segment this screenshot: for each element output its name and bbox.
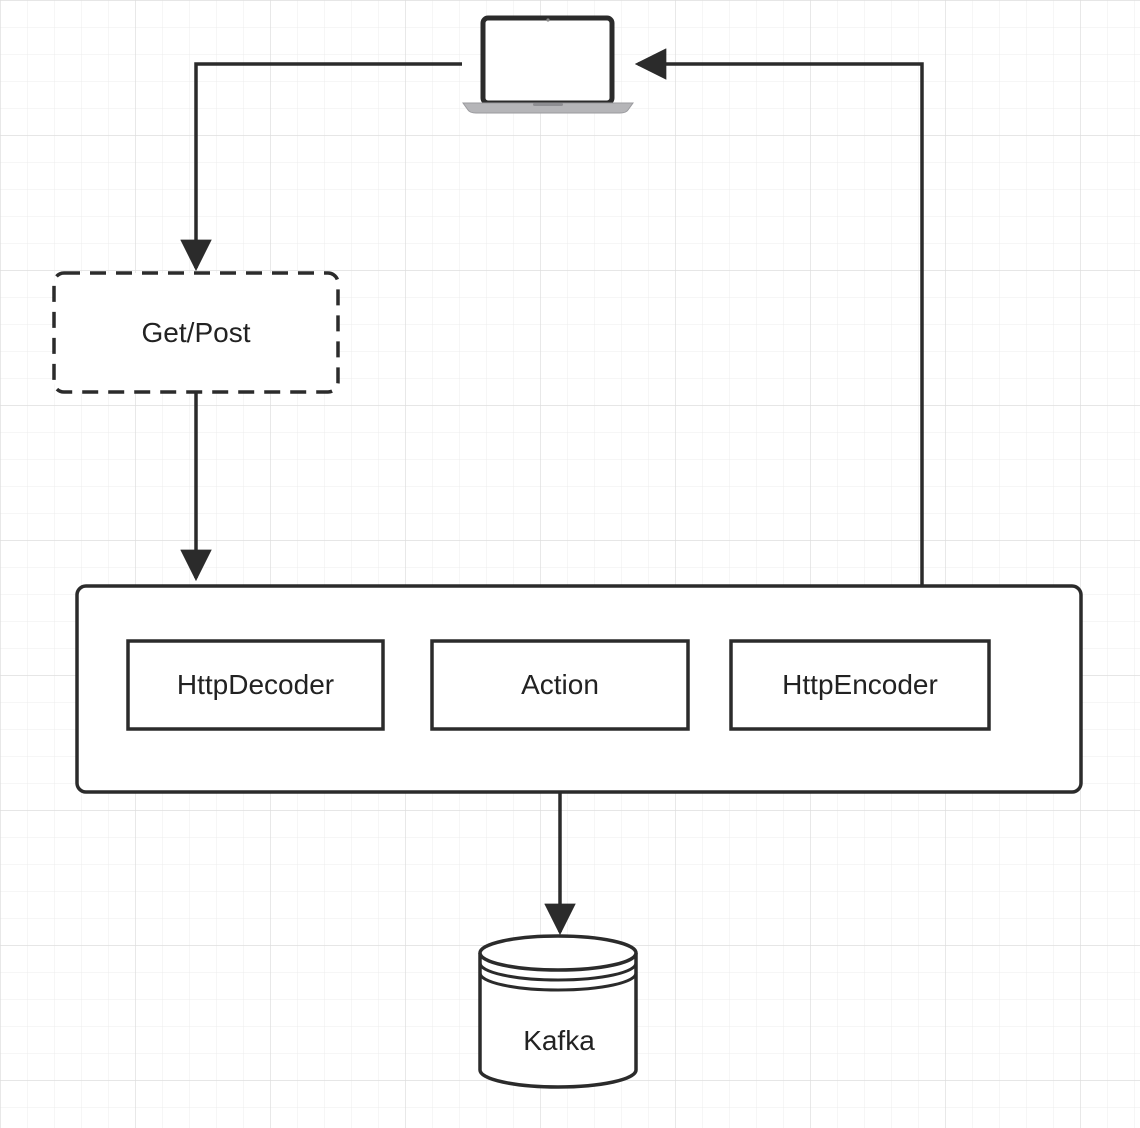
laptop-camera <box>546 18 550 22</box>
decoder-node[interactable]: HttpDecoder <box>126 639 385 731</box>
kafka-ring-1 <box>478 962 638 982</box>
encoder-box <box>729 639 991 731</box>
action-node[interactable]: Action <box>430 639 690 731</box>
laptop-icon[interactable] <box>462 15 634 114</box>
edge-pipeline-to-client <box>634 48 924 585</box>
request-node[interactable]: Get/Post <box>52 271 340 394</box>
action-label: Action <box>521 669 599 700</box>
kafka-top <box>478 934 638 972</box>
kafka-ring-2 <box>478 972 638 992</box>
request-label: Get/Post <box>142 317 251 348</box>
laptop-base <box>462 102 634 114</box>
decoder-label: HttpDecoder <box>177 669 334 700</box>
kafka-label: Kafka <box>523 1025 595 1056</box>
pipeline-container[interactable]: HttpDecoder Action HttpEncoder <box>75 584 1083 794</box>
laptop-notch <box>533 103 563 106</box>
encoder-node[interactable]: HttpEncoder <box>729 639 991 731</box>
kafka-body <box>478 953 638 1089</box>
request-box <box>52 271 340 394</box>
encoder-label: HttpEncoder <box>782 669 938 700</box>
database-cylinder-icon[interactable]: Kafka <box>478 934 638 1089</box>
edge-client-to-request <box>180 62 462 272</box>
decoder-box <box>126 639 385 731</box>
laptop-screen <box>480 15 615 106</box>
action-box <box>430 639 690 731</box>
